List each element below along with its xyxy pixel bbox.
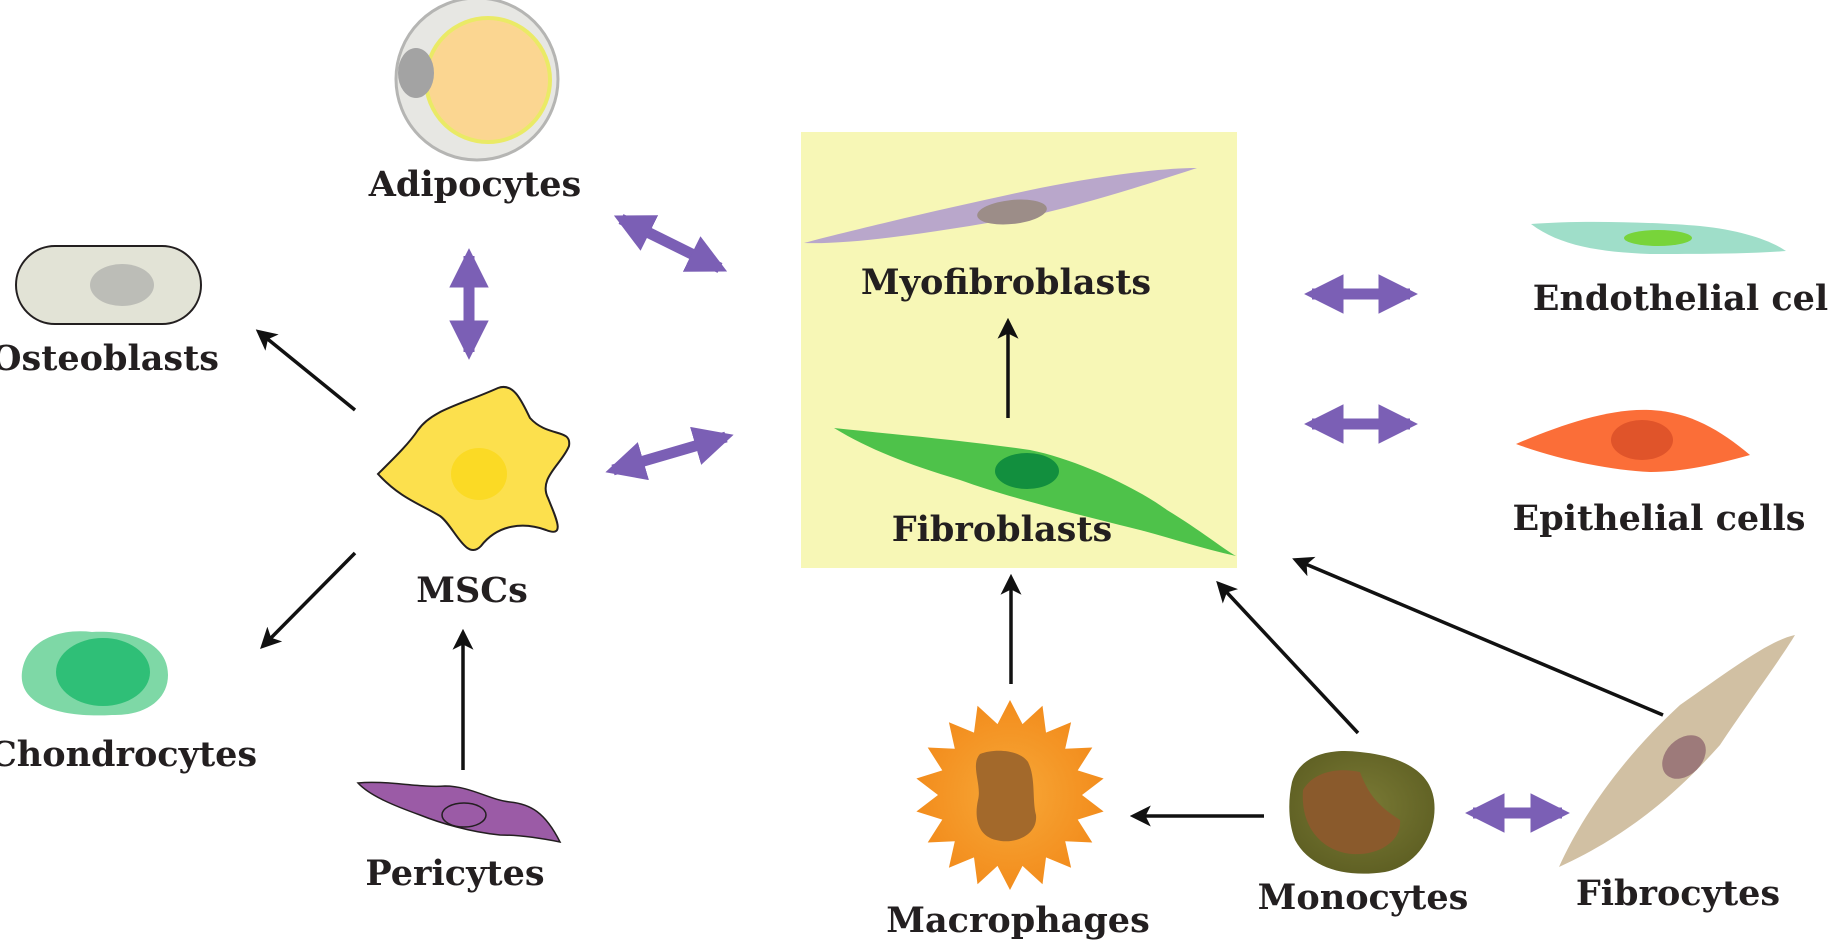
chondrocyte-cell-icon (21, 631, 169, 716)
label-chondrocytes: Chondrocytes (0, 734, 257, 775)
unidirectional-arrows (255, 317, 1664, 827)
label-fibroblasts: Fibroblasts (892, 509, 1112, 550)
arrow-monocytes-fibroblasts (1216, 580, 1360, 735)
arrow-adipocytes-box (613, 214, 728, 273)
bidirectional-arrows (449, 214, 1570, 833)
myofibroblast-cell-icon (804, 168, 1197, 244)
monocyte-cell-icon (1289, 750, 1435, 874)
label-epithelial-cells: Epithelial cells (1513, 498, 1806, 539)
cell-labels: Adipocytes Osteoblasts MSCs Chondrocytes… (0, 164, 1829, 941)
fibroblast-cell-icon (834, 428, 1236, 556)
label-endothelial-cells: Endothelial cells (1533, 278, 1829, 319)
endothelial-cell-icon (1531, 221, 1786, 254)
label-macrophages: Macrophages (886, 900, 1150, 941)
arrow-fibrocytes-box (1292, 556, 1664, 717)
pericyte-cell-icon (356, 781, 562, 844)
label-adipocytes: Adipocytes (368, 164, 582, 205)
adipocyte-cell-icon (394, 0, 560, 162)
label-fibrocytes: Fibrocytes (1576, 873, 1780, 914)
fibrocyte-cell-icon (1559, 635, 1795, 867)
label-monocytes: Monocytes (1258, 877, 1469, 918)
arrow-mscs-box (605, 426, 734, 481)
label-pericytes: Pericytes (365, 853, 544, 894)
osteoblast-cell-icon (15, 245, 202, 325)
label-mscs: MSCs (416, 570, 528, 611)
msc-cell-icon (376, 385, 571, 551)
epithelial-cell-icon (1516, 409, 1750, 472)
arrow-mscs-chondrocytes (260, 551, 357, 649)
label-myofibroblasts: Myofibroblasts (861, 262, 1151, 303)
macrophage-cell-icon (916, 700, 1104, 890)
arrow-mscs-osteoblasts (255, 329, 357, 412)
label-osteoblasts: Osteoblasts (0, 338, 219, 379)
